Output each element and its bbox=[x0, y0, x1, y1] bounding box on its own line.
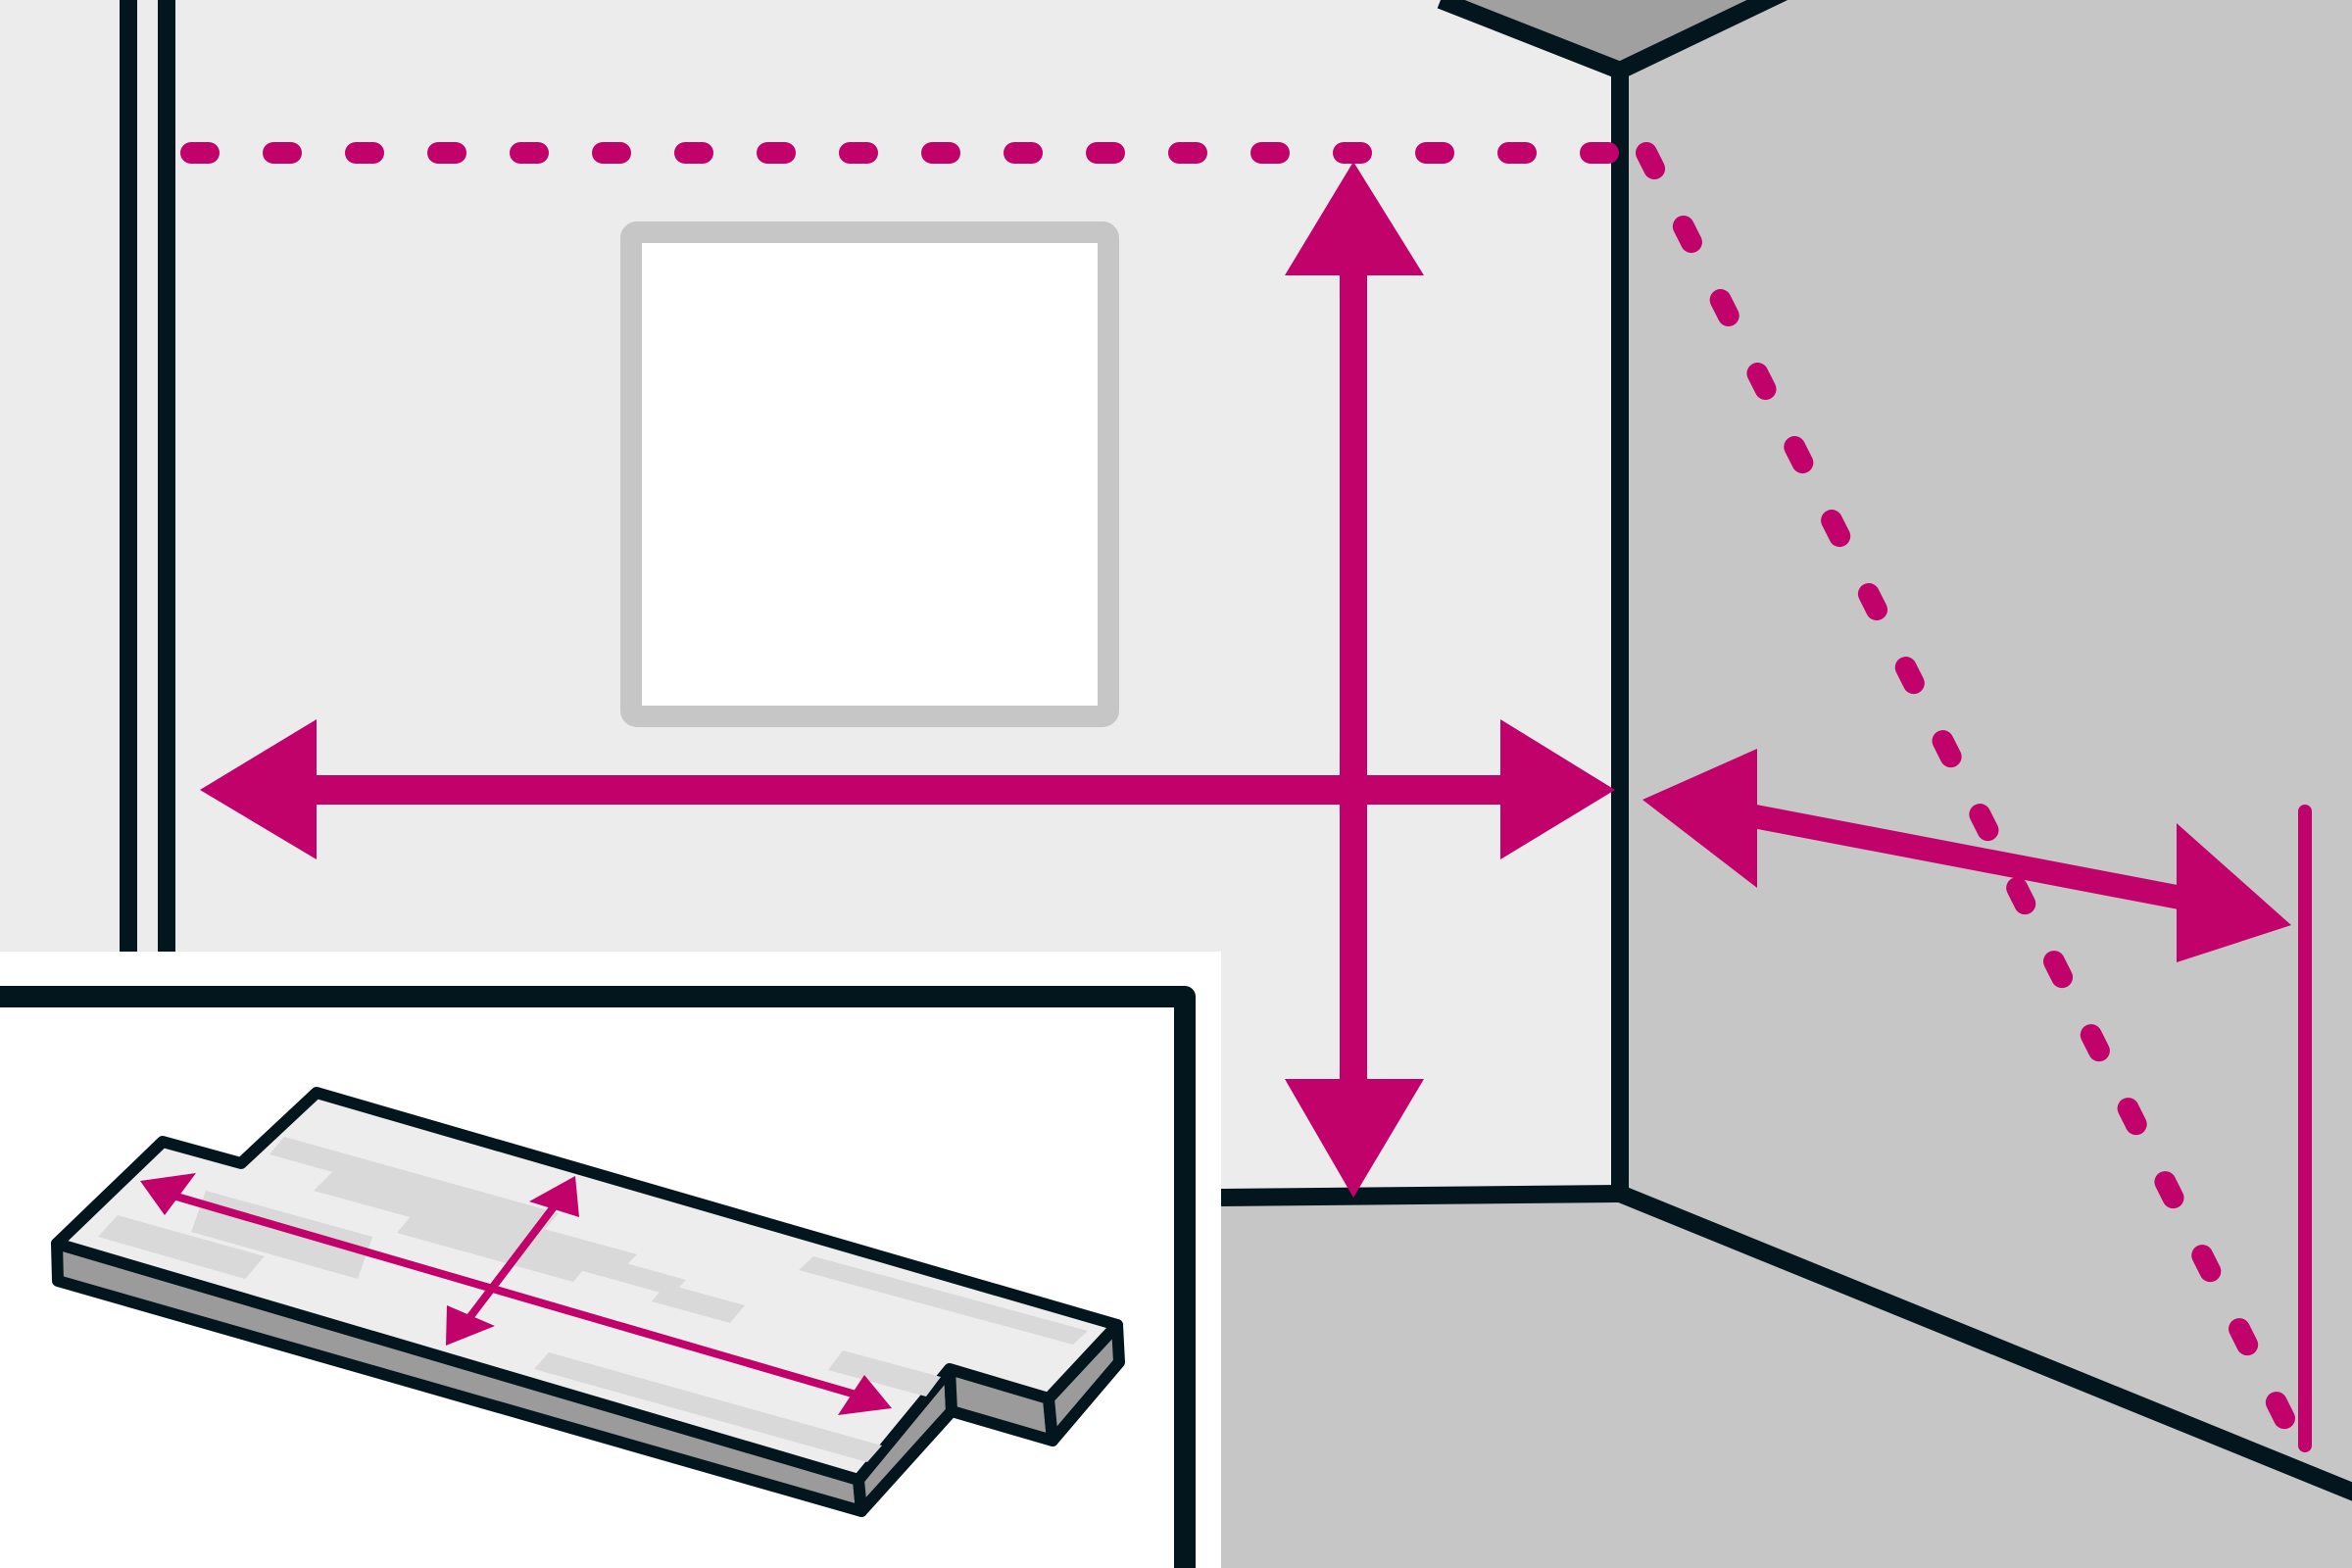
tile-stripe bbox=[270, 1137, 559, 1231]
window bbox=[620, 221, 1119, 727]
height-arrow-shaft bbox=[1340, 270, 1367, 1084]
tile-width-arrow-line bbox=[462, 1197, 563, 1327]
floor bbox=[1221, 1194, 2352, 1568]
tile-stripes bbox=[98, 1137, 1088, 1462]
side-wall bbox=[1620, 0, 2352, 1492]
width-arrow-head-left bbox=[200, 719, 317, 859]
tile-width-arrow-head-bottom bbox=[446, 1305, 495, 1346]
tile-stripe bbox=[397, 1215, 588, 1282]
tile-stripe bbox=[534, 1352, 882, 1462]
window-pane bbox=[620, 221, 1119, 727]
floor-edge-left bbox=[1220, 1185, 1621, 1206]
side-wall-diagonal-guide-line bbox=[1636, 142, 2309, 1456]
tile-stripe bbox=[799, 1256, 1088, 1345]
inset-panel bbox=[0, 952, 1221, 1568]
inset-frame bbox=[0, 986, 1196, 1568]
tile-stripe bbox=[544, 1245, 686, 1296]
height-arrow-head-top bbox=[1285, 162, 1424, 275]
measurement-guides bbox=[180, 142, 2312, 1456]
depth-arrow-shaft bbox=[1747, 804, 2182, 909]
width-arrow-head-right bbox=[1500, 719, 1615, 859]
ceiling bbox=[1441, 0, 1784, 67]
tile-length-arrow-head-left bbox=[140, 1173, 196, 1215]
depth-arrow-head-right bbox=[2177, 823, 2291, 962]
room-edges bbox=[1220, 0, 2352, 1501]
tile-measure-arrows bbox=[140, 1173, 892, 1415]
tile-length-arrow-head-right bbox=[838, 1375, 892, 1415]
double-arrow-diagonal-icon bbox=[1642, 749, 2291, 962]
door-frame bbox=[120, 0, 175, 965]
tile-stripe bbox=[652, 1284, 745, 1323]
width-arrow-shaft bbox=[309, 775, 1504, 805]
tile-stripe bbox=[828, 1350, 941, 1396]
depth-arrow-head-left bbox=[1642, 749, 1757, 888]
tile-length-arrow-line bbox=[163, 1190, 866, 1400]
double-arrow-horizontal-icon bbox=[200, 719, 1615, 859]
floor-tile-icon bbox=[51, 1087, 1125, 1517]
floor-edge-right bbox=[1616, 1185, 2352, 1501]
height-arrow-head-bottom bbox=[1285, 1079, 1424, 1198]
double-arrow-vertical-icon bbox=[1285, 162, 1424, 1198]
tile-stripe bbox=[98, 1215, 265, 1279]
tile-width-arrow-head-top bbox=[529, 1176, 579, 1217]
